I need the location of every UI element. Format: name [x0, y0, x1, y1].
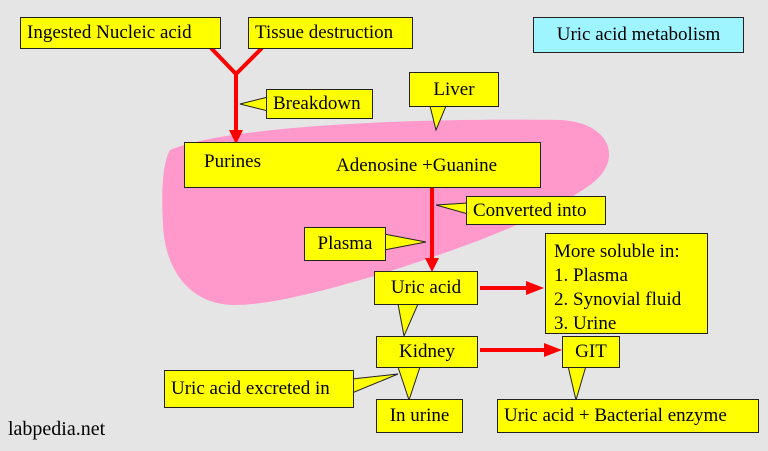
uric-acid-excreted-label: Uric acid excreted in [164, 370, 354, 408]
tissue-destruction-box: Tissue destruction [248, 17, 413, 49]
kidney-callout-pointer [397, 366, 421, 402]
in-urine-box: In urine [376, 399, 463, 433]
merge-line-left [209, 46, 238, 76]
liver-label: Liver [409, 72, 499, 107]
adenosine-guanine-label: Adenosine +Guanine [336, 155, 498, 176]
breakdown-label: Breakdown [266, 89, 373, 119]
git-box: GIT [562, 336, 620, 368]
breakdown-callout-pointer [239, 96, 269, 112]
converted-into-label: Converted into [466, 196, 606, 225]
purines-adenosine-box [184, 142, 541, 188]
uric-acid-box: Uric acid [374, 271, 478, 305]
soluble-item-plasma: 1. Plasma [554, 265, 628, 287]
plasma-label: Plasma [304, 227, 386, 261]
purines-label: Purines [204, 151, 261, 172]
diagram-title: Uric acid metabolism [533, 17, 744, 53]
merge-line-right [234, 46, 264, 76]
bacterial-enzyme-box: Uric acid + Bacterial enzyme [497, 399, 759, 433]
kidney-box: Kidney [376, 336, 478, 368]
more-soluble-heading: More soluble in: [554, 241, 680, 262]
uric-callout-pointer [397, 303, 419, 338]
arrow-head-soluble [526, 281, 544, 295]
arrow-head-git [544, 343, 562, 357]
ingested-nucleic-acid-box: Ingested Nucleic acid [20, 17, 221, 49]
arrow-head-uric [425, 258, 439, 272]
soluble-item-synovial-fluid: 2. Synovial fluid [554, 289, 682, 311]
soluble-item-urine: 3. Urine [554, 313, 617, 335]
site-watermark: labpedia.net [8, 418, 106, 440]
excreted-callout-pointer [351, 373, 399, 394]
arrow-head-purines [229, 130, 243, 144]
more-soluble-box: More soluble in: 1. Plasma 2. Synovial f… [545, 233, 708, 334]
git-callout-pointer [567, 365, 587, 402]
